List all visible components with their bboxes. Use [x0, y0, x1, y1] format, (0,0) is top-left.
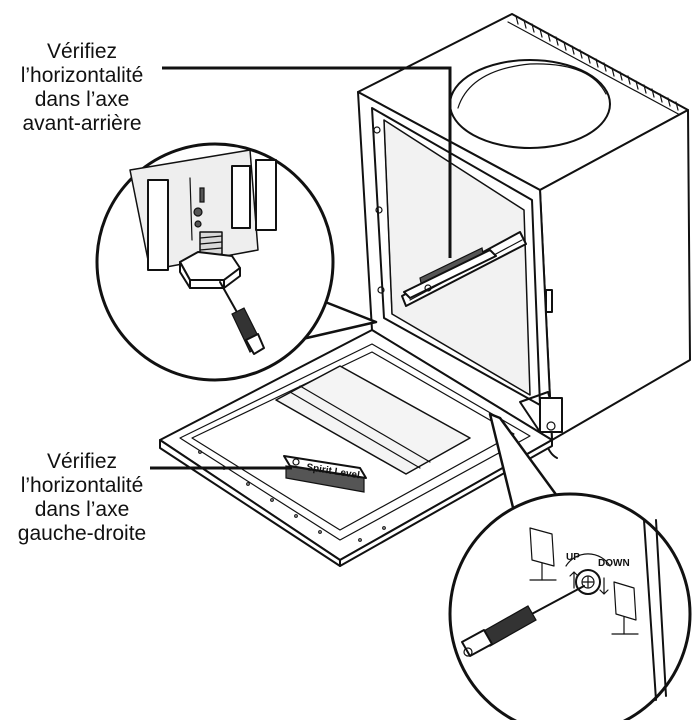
- spirit-level-left-right: Spirit Level: [283, 455, 367, 493]
- screwdriver-icon: [219, 281, 265, 355]
- callout-left-right-text: Vérifiez l’horizontalité dans l’axe gauc…: [2, 450, 162, 546]
- callout-line: Vérifiez: [46, 450, 118, 473]
- adjuster-up-label: UP: [566, 552, 580, 563]
- bracket-icon-left: [529, 527, 557, 581]
- leader-front-back: [162, 66, 452, 258]
- callout-line: l’horizontalité: [20, 64, 144, 87]
- spirit-level-front-back: [403, 247, 497, 299]
- callout-line: Vérifiez: [46, 40, 118, 63]
- callout-front-back-text: Vérifiez l’horizontalité dans l’axe avan…: [2, 40, 162, 136]
- magnified-detail-leg: [95, 142, 378, 382]
- magnified-detail-adjuster: UP DOWN: [448, 412, 692, 720]
- callout-leaders: [150, 66, 452, 470]
- dishwasher-door: Spirit Level: [159, 329, 553, 567]
- callout-line: dans l’axe: [34, 498, 130, 521]
- dishwasher-cabinet: [357, 13, 691, 459]
- top-vent-grille: [507, 13, 689, 117]
- callout-line: l’horizontalité: [20, 474, 144, 497]
- bracket-icon-right: [611, 581, 639, 635]
- callout-line: avant-arrière: [22, 112, 142, 135]
- callout-line: dans l’axe: [34, 88, 130, 111]
- screwdriver-icon: [461, 585, 585, 657]
- callout-line: gauche-droite: [17, 522, 147, 545]
- adjuster-down-label: DOWN: [598, 558, 630, 569]
